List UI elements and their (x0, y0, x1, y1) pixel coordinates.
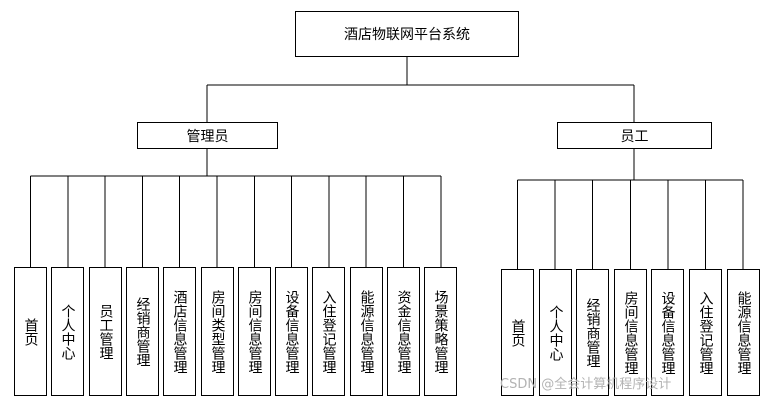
module-node: 能源信息管理 (727, 269, 760, 396)
module-node-label: 入住登记管理 (320, 289, 337, 374)
module-node: 设备信息管理 (275, 267, 308, 396)
module-node: 设备信息管理 (651, 269, 684, 396)
module-node: 房间类型管理 (201, 267, 234, 396)
module-node: 房间信息管理 (238, 267, 271, 396)
module-node-label: 设备信息管理 (659, 290, 676, 375)
module-node: 资金信息管理 (387, 267, 420, 396)
module-node: 员工管理 (89, 267, 122, 396)
module-node-label: 房间信息管理 (246, 289, 263, 374)
module-node-label: 经销商管理 (134, 296, 151, 367)
module-node-label: 资金信息管理 (395, 289, 412, 374)
module-node: 个人中心 (539, 269, 572, 396)
module-node: 房间信息管理 (614, 269, 647, 396)
module-node: 能源信息管理 (350, 267, 383, 396)
module-node-label: 首页 (22, 317, 39, 346)
module-node-label: 入住登记管理 (697, 290, 714, 375)
role-node-admin: 管理员 (137, 122, 278, 149)
module-node-label: 能源信息管理 (358, 289, 375, 374)
module-node-label: 员工管理 (97, 303, 114, 360)
watermark: CSDN @全会计算机程序设计 (500, 377, 672, 392)
module-node: 首页 (14, 267, 47, 396)
module-node-label: 房间信息管理 (622, 290, 639, 375)
module-node: 经销商管理 (576, 269, 609, 396)
module-node-label: 个人中心 (59, 303, 76, 360)
module-node-label: 设备信息管理 (283, 289, 300, 374)
role-node-admin-label: 管理员 (186, 128, 229, 145)
module-node-label: 能源信息管理 (735, 290, 752, 375)
module-node-label: 个人中心 (547, 304, 564, 361)
role-node-staff: 员工 (557, 122, 712, 149)
role-node-staff-label: 员工 (620, 128, 649, 145)
module-node-label: 经销商管理 (584, 297, 601, 368)
module-node: 经销商管理 (126, 267, 159, 396)
module-node: 入住登记管理 (312, 267, 345, 396)
root-node: 酒店物联网平台系统 (295, 11, 519, 57)
module-node-label: 场景策略管理 (432, 289, 449, 374)
module-node: 入住登记管理 (689, 269, 722, 396)
module-node-label: 首页 (509, 318, 526, 347)
module-node: 首页 (501, 269, 534, 396)
module-node-label: 房间类型管理 (209, 289, 226, 374)
module-node: 个人中心 (51, 267, 84, 396)
root-node-label: 酒店物联网平台系统 (344, 27, 470, 43)
module-node-label: 酒店信息管理 (171, 289, 188, 374)
module-node: 酒店信息管理 (163, 267, 196, 396)
module-node: 场景策略管理 (424, 267, 457, 396)
